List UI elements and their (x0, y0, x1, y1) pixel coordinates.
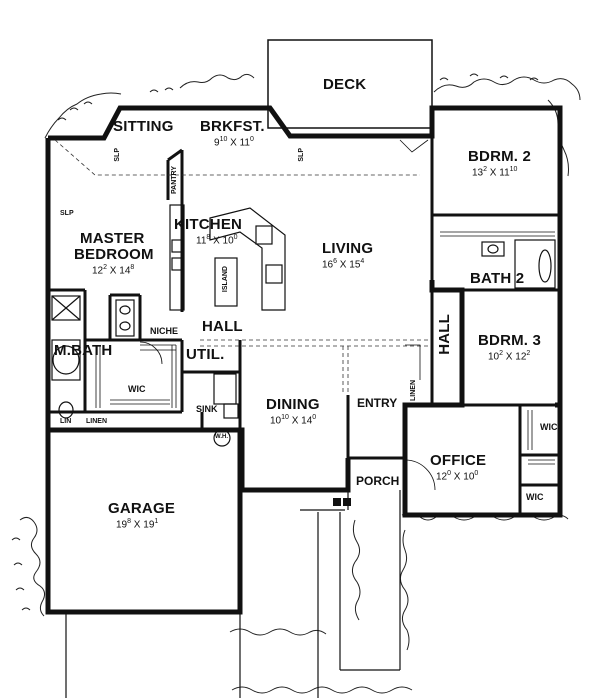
wic-master-label: WIC (128, 384, 146, 394)
bath-fixtures (51, 239, 556, 447)
closet-shelves (95, 231, 555, 465)
slp-sitting-label: SLP (114, 148, 121, 162)
dining-label: DINING (266, 396, 320, 413)
office-dim-h-in: 0 (474, 470, 479, 477)
living-dim-h: 15 (349, 259, 361, 271)
pantry-label: PANTRY (171, 166, 178, 194)
water-heater-label: W.H. (215, 434, 228, 440)
interior-walls (48, 136, 560, 515)
bdrm2-dim-w: 13 (472, 167, 484, 179)
porch-columns (333, 498, 351, 506)
linen-hall-label: LINEN (410, 380, 417, 401)
bdrm3-dimension: 102 X 122 (488, 350, 531, 363)
garage-dimension: 198 X 191 (116, 518, 159, 531)
bdrm3-dim-h-in: 2 (526, 350, 531, 357)
brkfst-dim-w: 9 (214, 137, 220, 149)
dining-dim-h-in: 0 (312, 414, 317, 421)
dining-dim-h: 14 (301, 415, 313, 427)
porch-label: PORCH (356, 474, 400, 488)
brkfst-dim-w-in: 10 (219, 136, 228, 143)
door-swings (139, 139, 436, 491)
garage-dim-w: 19 (116, 519, 128, 531)
kitchen-cabinets (169, 204, 286, 311)
living-dim-w-in: 6 (333, 258, 338, 265)
garage-dim-w-in: 8 (127, 518, 132, 525)
sink-label: SINK (196, 404, 218, 414)
util-label: UTIL. (186, 346, 225, 363)
living-dim-h-in: 4 (360, 258, 365, 265)
office-dim-w-in: 0 (447, 470, 452, 477)
hall-label: HALL (202, 318, 243, 335)
bdrm3-dim-w-in: 2 (499, 350, 504, 357)
master-dim-h: 14 (119, 265, 131, 277)
bdrm3-dim-w: 10 (488, 351, 500, 363)
brkfst-dimension: 910 X 110 (214, 136, 254, 149)
kitchen-label: KITCHEN (174, 216, 243, 233)
landscaping-shrubs (11, 73, 581, 694)
brkfst-label: BRKFST. (200, 118, 265, 135)
garage-dim-h: 19 (143, 519, 155, 531)
dining-dim-w: 10 (270, 415, 282, 427)
bath2-label: BATH 2 (470, 270, 525, 287)
linen-master-label: LINEN (86, 418, 107, 425)
hall-right-label: HALL (436, 314, 453, 355)
kitchen-dim-h: 10 (222, 235, 234, 247)
slp-living-label: SLP (298, 148, 305, 162)
windows (45, 105, 563, 518)
bdrm3-dim-h: 12 (515, 351, 527, 363)
brkfst-dim-h-in: 0 (249, 136, 254, 143)
deck-outline (267, 39, 433, 129)
deck-label: DECK (323, 76, 367, 93)
mbath-label: M.BATH (54, 342, 113, 359)
office-dimension: 120 X 100 (436, 470, 479, 483)
master-dim-w-in: 2 (103, 264, 108, 271)
master-label-line1: MASTER (80, 230, 145, 247)
entry-label: ENTRY (357, 396, 398, 410)
bdrm2-dim-w-in: 2 (483, 166, 488, 173)
office-dim-w: 12 (436, 471, 448, 483)
slp-master-label: SLP (60, 210, 74, 217)
bdrm2-dimension: 132 X 1110 (472, 166, 518, 179)
ceiling-lines (54, 139, 430, 395)
master-dim-w: 12 (92, 265, 104, 277)
kitchen-dimension: 118 X 100 (196, 234, 238, 247)
garage-dim-h-in: 1 (154, 518, 159, 525)
kitchen-dim-w-in: 8 (206, 234, 211, 241)
dining-dim-w-in: 10 (281, 414, 289, 421)
brkfst-dim-h: 11 (239, 137, 250, 149)
sitting-label: SITTING (113, 118, 174, 135)
exterior-walls (45, 105, 563, 615)
master-label-line2: BEDROOM (74, 246, 154, 263)
bdrm2-label: BDRM. 2 (468, 148, 532, 165)
master-dim-h-in: 8 (130, 264, 135, 271)
office-dim-h: 10 (463, 471, 475, 483)
living-dimension: 166 X 154 (322, 258, 365, 271)
island-label: ISLAND (222, 266, 229, 293)
kitchen-dim-h-in: 0 (233, 234, 238, 241)
wic-office-label: WIC (526, 492, 544, 502)
lin-master-label: LIN (60, 418, 72, 425)
wic-bdrm3-label: WIC (540, 422, 558, 432)
living-dim-w: 16 (322, 259, 334, 271)
master-dimension: 122 X 148 (92, 264, 135, 277)
kitchen-dim-w: 11 (196, 235, 207, 247)
office-label: OFFICE (430, 452, 487, 469)
bdrm3-label: BDRM. 3 (478, 332, 542, 349)
bdrm2-dim-h-in: 10 (509, 166, 518, 173)
dining-dimension: 1010 X 140 (270, 414, 317, 427)
niche-label: NICHE (150, 326, 179, 336)
bdrm2-dim-h: 11 (499, 167, 510, 179)
garage-label: GARAGE (108, 500, 176, 517)
living-label: LIVING (322, 240, 374, 257)
